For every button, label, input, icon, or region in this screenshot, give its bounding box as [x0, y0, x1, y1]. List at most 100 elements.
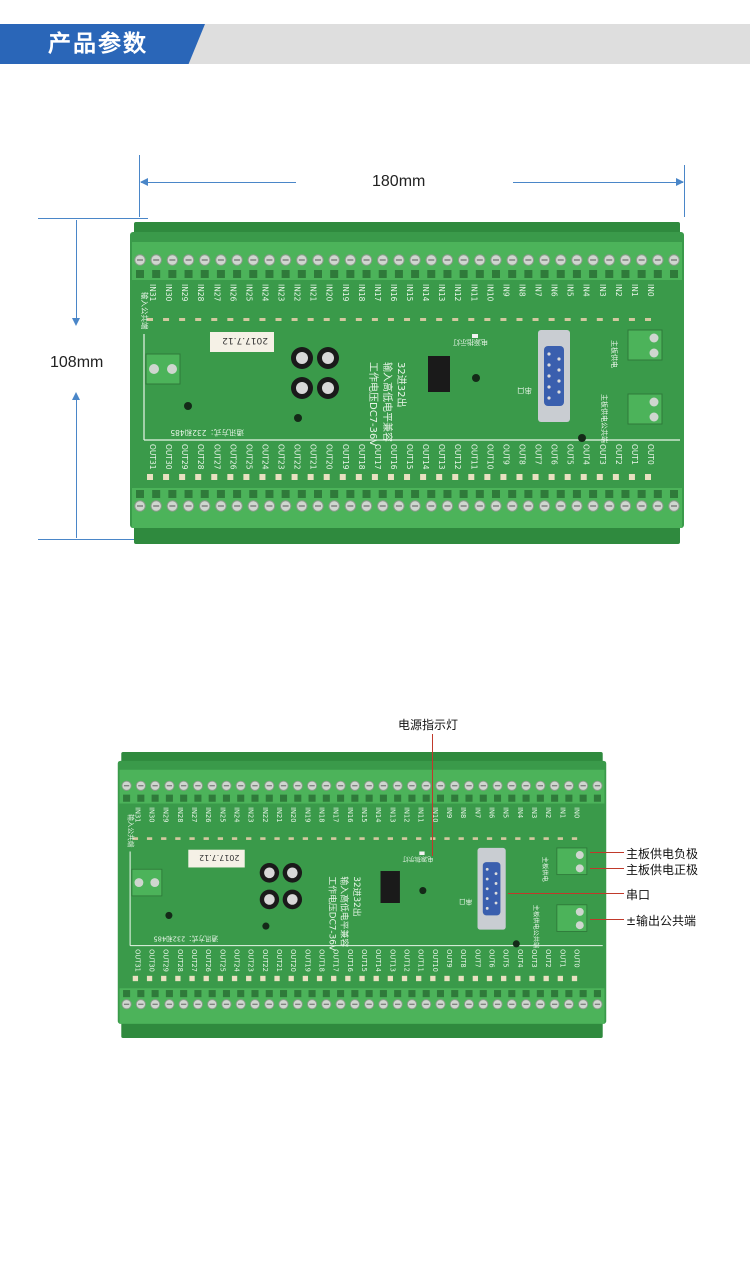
wire-entry-bottom: [551, 990, 559, 998]
silk-title-2: 输入高低电平兼容: [339, 876, 351, 947]
callout-power-led: 电源指示灯: [398, 718, 459, 732]
output-led: [189, 975, 195, 982]
din-rail-bottom: [134, 526, 680, 544]
output-label: OUT12: [453, 444, 462, 470]
wire-entry-top: [394, 794, 402, 802]
wire-entry-bottom: [216, 490, 225, 498]
output-label: OUT3: [530, 949, 538, 967]
silk-comm: 通讯方式：232和485: [153, 935, 218, 944]
wire-entry-bottom: [492, 490, 500, 498]
input-label: IN11: [417, 807, 425, 822]
output-label: OUT28: [196, 444, 205, 470]
output-led: [211, 474, 218, 480]
output-led: [500, 474, 507, 480]
serial-pin: [485, 877, 489, 881]
capacitor-top: [322, 352, 334, 364]
wire-entry-top: [422, 794, 430, 802]
smd-part: [195, 318, 202, 321]
screw: [575, 907, 584, 916]
smd-part: [596, 318, 603, 321]
input-label: IN9: [501, 284, 510, 297]
smd-part: [355, 318, 362, 321]
wire-entry-bottom: [605, 490, 614, 498]
wire-entry-top: [427, 270, 436, 278]
input-label: IN19: [341, 284, 350, 302]
wire-entry-top: [637, 270, 646, 278]
input-label: IN11: [469, 284, 478, 302]
screw: [575, 921, 584, 930]
silk-title-2: 输入高低电平兼容: [381, 362, 394, 442]
input-label: IN0: [573, 807, 581, 818]
input-label: IN23: [277, 284, 286, 302]
mount-hole: [578, 434, 586, 442]
output-label: OUT1: [630, 444, 639, 465]
smd-part: [189, 837, 195, 840]
input-label: IN2: [614, 284, 623, 297]
output-label: OUT13: [388, 949, 396, 972]
output-label: OUT6: [550, 444, 559, 465]
wire-entry-top: [524, 270, 533, 278]
wire-entry-bottom: [322, 990, 330, 998]
output-led: [529, 975, 535, 982]
smd-part: [486, 837, 493, 840]
output-led: [486, 975, 493, 982]
wire-entry-bottom: [151, 990, 159, 998]
input-label: IN28: [196, 284, 205, 302]
input-label: IN7: [534, 284, 543, 297]
smd-part: [420, 318, 427, 321]
header-tab: [0, 24, 205, 64]
input-label: IN29: [180, 284, 189, 302]
input-label: IN25: [244, 284, 253, 302]
smd-part: [387, 837, 394, 840]
serial-pin: [547, 352, 551, 356]
wire-entry-top: [151, 794, 159, 802]
output-led: [195, 474, 202, 480]
wire-entry-top: [551, 794, 559, 802]
input-label: IN26: [204, 807, 212, 822]
wire-entry-bottom: [280, 990, 288, 998]
wire-entry-top: [540, 270, 549, 278]
input-label: IN18: [318, 807, 326, 822]
wire-entry-bottom: [579, 990, 587, 998]
output-label: OUT14: [374, 949, 382, 972]
input-label: IN15: [360, 807, 368, 822]
output-label: OUT7: [534, 444, 543, 465]
pcb: [117, 760, 607, 1024]
smd-part: [132, 837, 139, 840]
wire-entry-bottom: [123, 990, 131, 998]
wire-entry-top: [536, 794, 544, 802]
input-label: IN10: [431, 807, 439, 822]
serial-pin: [557, 368, 561, 372]
serial-pin: [485, 897, 489, 900]
serial-pin: [557, 357, 561, 361]
smd-part: [307, 318, 314, 321]
serial-port-face: [482, 862, 501, 916]
output-label: OUT8: [517, 444, 526, 465]
wire-entry-bottom: [508, 490, 517, 498]
output-label: OUT19: [341, 444, 350, 470]
serial-pin: [485, 906, 489, 910]
wire-entry-top: [337, 794, 345, 802]
input-label: IN8: [459, 807, 467, 818]
callout-power-led-line: [432, 734, 433, 856]
screw: [649, 397, 659, 407]
wire-entry-top: [508, 794, 516, 802]
dim-width-tick-left: [139, 155, 140, 217]
output-label: OUT10: [431, 949, 439, 972]
output-led: [147, 474, 153, 480]
wire-entry-top: [465, 794, 473, 802]
wire-entry-top: [194, 794, 202, 802]
output-label: OUT27: [190, 949, 198, 972]
smd-part: [146, 837, 153, 840]
input-label: IN12: [403, 807, 411, 822]
output-led: [291, 474, 298, 480]
smd-part: [339, 318, 346, 321]
wire-entry-top: [479, 794, 487, 802]
wire-entry-top: [670, 270, 678, 278]
smd-part: [260, 837, 266, 840]
dim-height-arrow-top: [72, 318, 80, 326]
smd-part: [231, 837, 238, 840]
output-label: OUT26: [228, 444, 237, 470]
wire-entry-bottom: [459, 490, 468, 498]
